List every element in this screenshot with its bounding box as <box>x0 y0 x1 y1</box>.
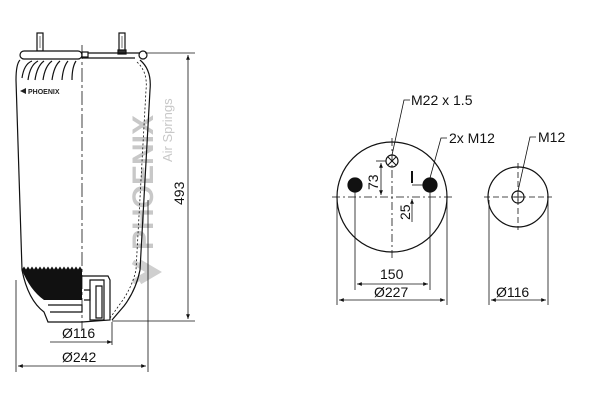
svg-text:Air Springs: Air Springs <box>160 98 175 162</box>
bolt-spacing-dimension: 150 <box>380 266 404 282</box>
bottom-thread-label: M12 <box>538 129 565 145</box>
dim-25: 25 <box>397 204 413 220</box>
top-plate-dimensions <box>336 99 448 305</box>
top-plate-view <box>332 138 455 258</box>
mounting-stud-left <box>36 32 44 52</box>
bottom-plate-dimensions <box>488 136 549 305</box>
mounting-stud-right <box>117 32 127 55</box>
bottom-plate-view <box>484 163 552 230</box>
side-view: PHOENIX <box>15 32 151 330</box>
center-thread-label: M22 x 1.5 <box>411 92 473 108</box>
bolt-hole-left <box>347 177 363 193</box>
piston <box>48 275 111 323</box>
side-view-dimensions <box>15 52 195 372</box>
height-dimension: 493 <box>171 181 187 205</box>
svg-text:PHOENIX: PHOENIX <box>28 89 60 96</box>
bottom-diameter-dimension: Ø116 <box>496 284 529 300</box>
phoenix-watermark: PHOENIX Air Springs <box>127 98 175 285</box>
piston-diameter-dimension: Ø116 <box>62 325 95 341</box>
bolt-thread-label: 2x M12 <box>449 130 495 146</box>
dim-73: 73 <box>365 174 381 190</box>
plate-diameter-dimension: Ø227 <box>374 284 408 300</box>
bolt-hole-right <box>422 177 438 193</box>
overall-diameter-dimension: Ø242 <box>62 349 96 365</box>
svg-text:PHOENIX: PHOENIX <box>127 115 160 250</box>
phoenix-logo: PHOENIX <box>20 88 60 96</box>
